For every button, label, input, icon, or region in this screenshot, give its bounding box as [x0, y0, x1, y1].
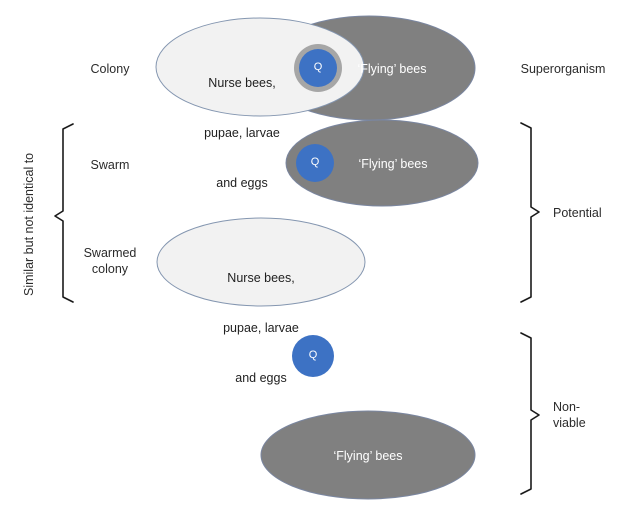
- row-label-swarm: Swarm: [90, 158, 130, 172]
- row-label-swarmed-colony-line2: colony: [91, 262, 129, 276]
- row-label-superorganism: Superorganism: [520, 62, 606, 76]
- gray-ellipse-flying-bees-row2: [285, 119, 479, 207]
- gray-ellipse-flying-bees-row5: [260, 410, 476, 500]
- queen-circle-row2: [296, 144, 334, 182]
- row-label-swarmed-colony-line1: Swarmed: [83, 246, 137, 260]
- row-label-colony: Colony: [90, 62, 130, 76]
- bracket-label-non-viable-line1: Non-: [553, 400, 581, 414]
- queen-circle-row1: [299, 49, 337, 87]
- bracket-label-non-viable-line2: viable: [553, 416, 586, 430]
- queen-circle-row4: [292, 335, 334, 377]
- non-viable-bracket: [520, 332, 540, 495]
- potential-bracket: [520, 122, 540, 303]
- light-ellipse-nurse-bees-row1: [155, 17, 365, 117]
- left-group-bracket: [54, 123, 74, 303]
- bracket-label-potential: Potential: [553, 206, 602, 220]
- light-ellipse-nurse-bees-row3: [156, 217, 366, 307]
- vertical-axis-label: Similar but not identical to: [22, 152, 36, 296]
